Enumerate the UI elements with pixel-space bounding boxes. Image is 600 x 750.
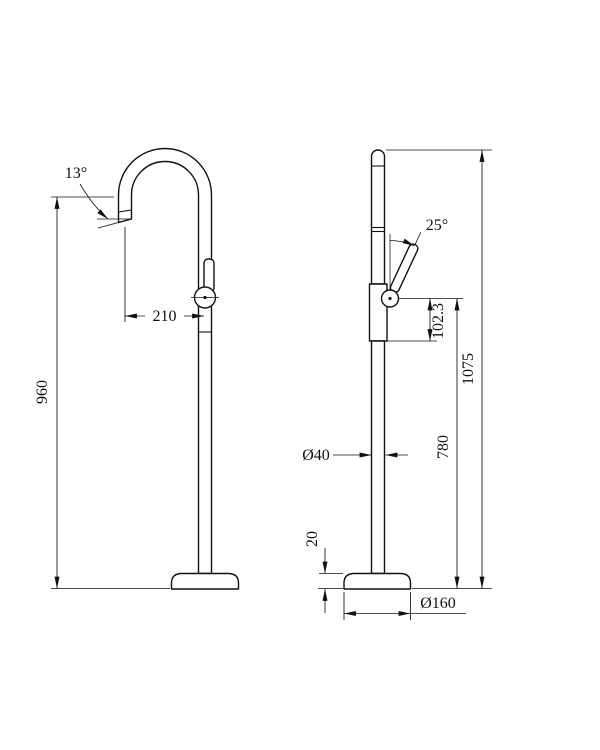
dim-riser-diameter-label: Ø40 bbox=[302, 447, 330, 464]
handle-angle-arc bbox=[389, 238, 415, 247]
dim-text-mask bbox=[145, 305, 184, 324]
front-view bbox=[117, 147, 240, 590]
front-aerator-line bbox=[118, 209, 132, 213]
dim-base-diameter-label: Ø160 bbox=[420, 595, 456, 612]
front-spout-and-column bbox=[117, 147, 213, 575]
front-knob-center-dot bbox=[203, 295, 207, 300]
side-pivot-center-dot bbox=[388, 296, 392, 301]
dim-spout-angle-label: 13° bbox=[65, 165, 87, 182]
spout-angle-leader bbox=[79, 183, 109, 220]
dim-spout-reach-label: 210 bbox=[153, 308, 177, 325]
front-dimensions: 960 210 13° bbox=[34, 165, 204, 589]
dim-overall-height-label: 1075 bbox=[460, 353, 477, 385]
spout-angle-face-extension bbox=[97, 218, 132, 229]
dim-height-960-label: 960 bbox=[34, 380, 51, 404]
front-base bbox=[170, 572, 240, 590]
side-view bbox=[343, 149, 422, 590]
dim-outlet-height-label: 780 bbox=[435, 435, 452, 459]
side-handle-lever bbox=[389, 243, 419, 293]
dim-handle-angle-label: 25° bbox=[426, 217, 448, 234]
dim-handle-rise-label: 102.3 bbox=[430, 303, 447, 339]
dim-base-height-label: 20 bbox=[304, 531, 321, 547]
side-spout-tube bbox=[370, 149, 386, 285]
side-dimensions: 25° 1075 780 102.3 Ø40 20 Ø160 bbox=[302, 149, 492, 620]
side-column bbox=[370, 340, 386, 575]
side-base bbox=[343, 572, 412, 590]
